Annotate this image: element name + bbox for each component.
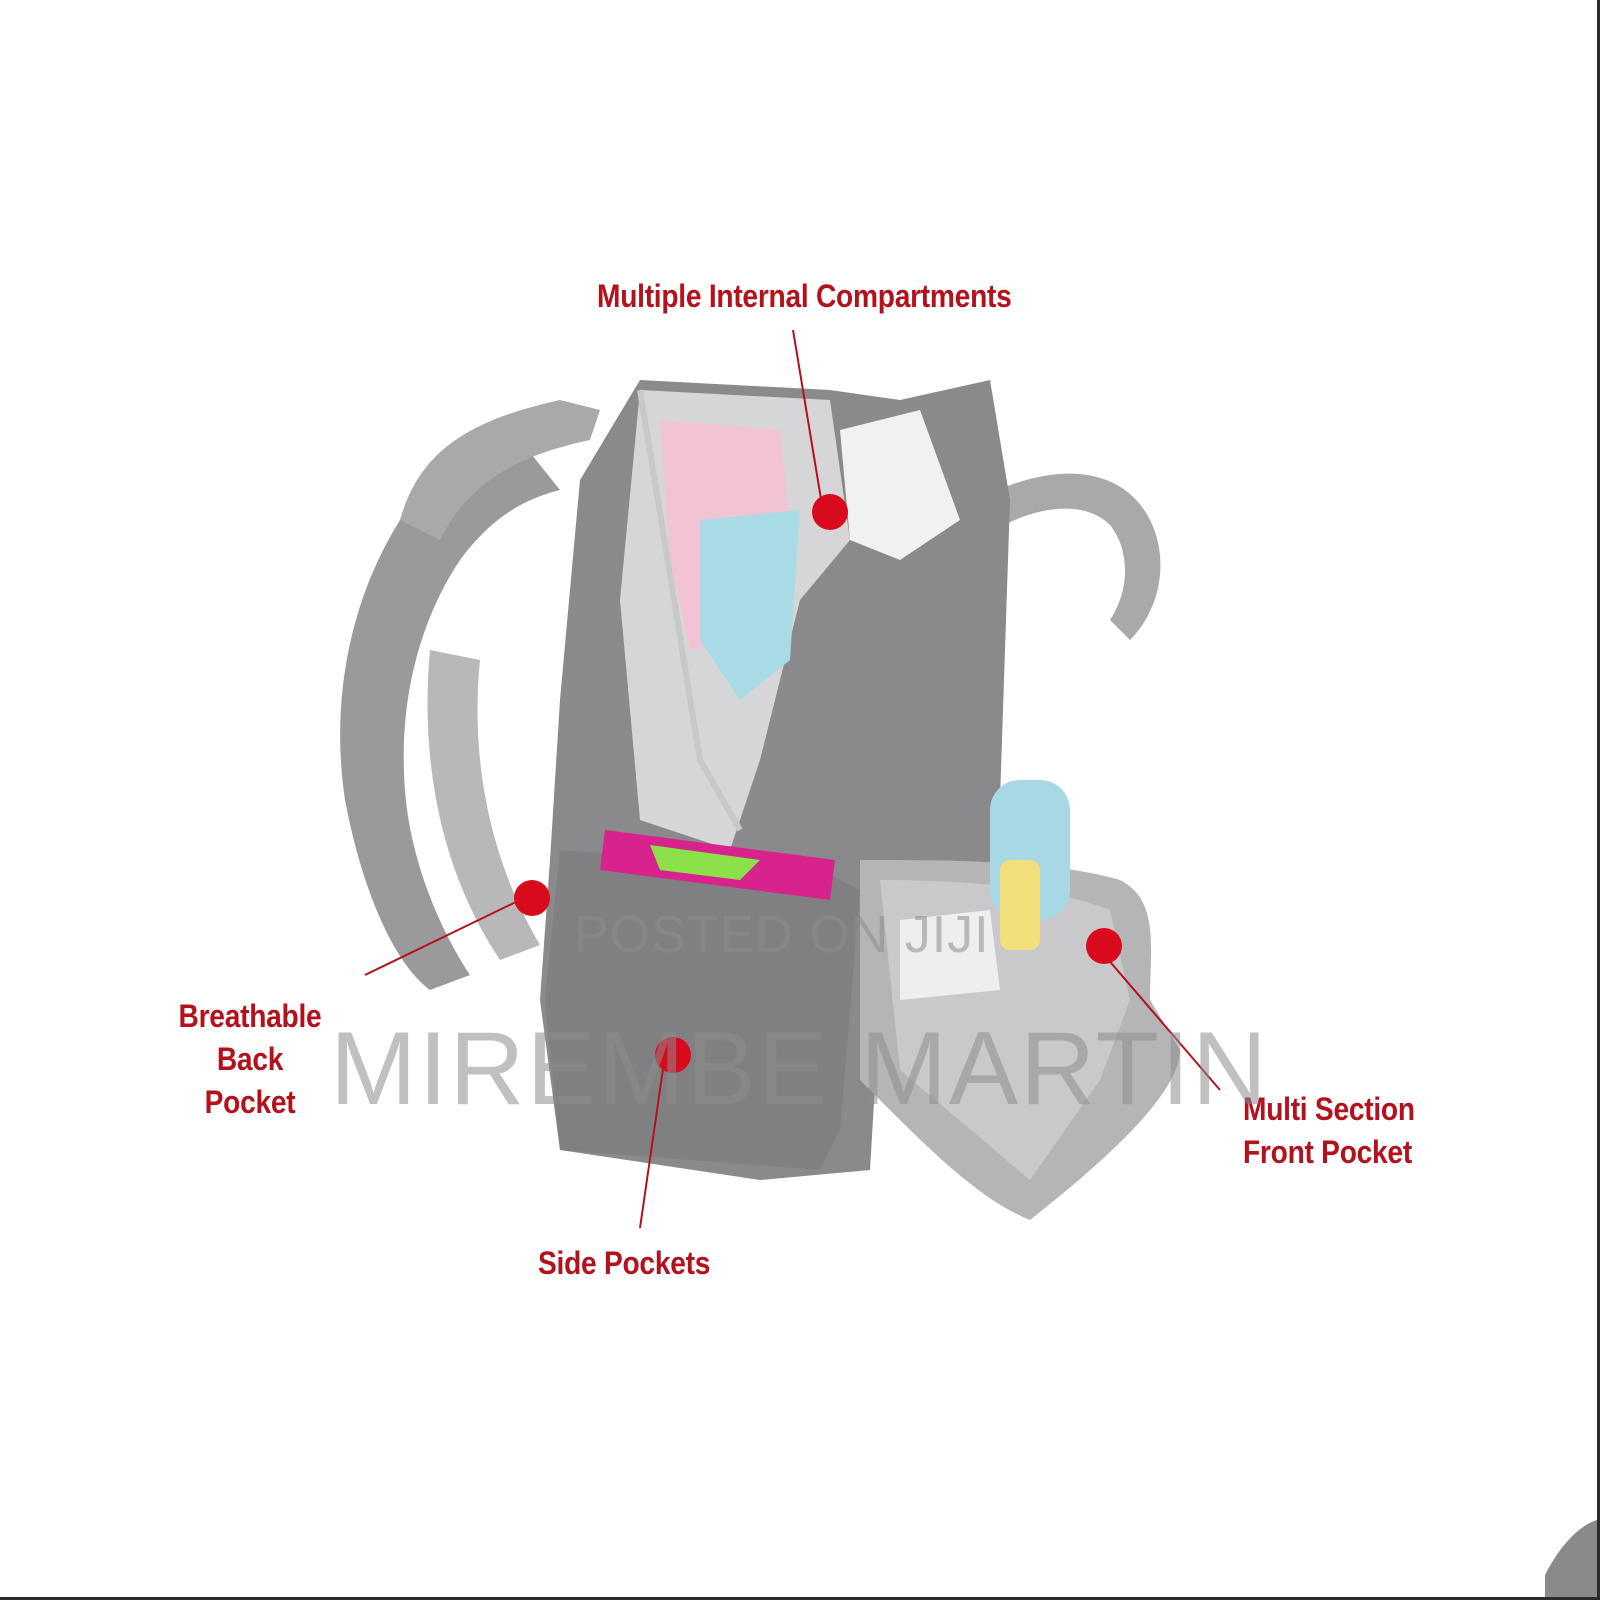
top-handle-right: [960, 473, 1161, 640]
leader-front: [1099, 949, 1221, 1091]
callout-dot-front: [1086, 928, 1122, 964]
callout-multi-section-front-pocket: Multi Section Front Pocket: [1243, 1088, 1415, 1174]
callout-dot-back: [514, 880, 550, 916]
leader-back: [364, 899, 521, 976]
corner-artifact: [1545, 1520, 1597, 1597]
callout-back-line2: Back: [216, 1041, 284, 1078]
callout-dot-internal: [812, 494, 848, 530]
callout-internal-compartments: Multiple Internal Compartments: [597, 278, 1012, 314]
leader-side: [639, 1054, 666, 1229]
callout-dot-side: [655, 1037, 691, 1073]
top-handle-left: [400, 400, 600, 540]
callout-front-line1: Multi Section: [1243, 1091, 1415, 1127]
side-pocket: [545, 850, 860, 1170]
leader-internal: [792, 329, 823, 506]
callout-back-line1: Breathable: [178, 998, 322, 1034]
mesh-strap: [427, 650, 540, 960]
callout-back-line3: Pocket: [204, 1084, 296, 1121]
shoulder-strap: [340, 435, 560, 990]
watermark-posted: POSTED ON JIJI: [574, 906, 990, 964]
callout-breathable-back-pocket: Breathable Back Pocket: [162, 995, 338, 1125]
callout-front-line2: Front Pocket: [1243, 1134, 1412, 1171]
callout-side-pockets: Side Pockets: [538, 1245, 711, 1281]
watermark-name: MIREMBE MARTIN: [330, 1011, 1270, 1127]
